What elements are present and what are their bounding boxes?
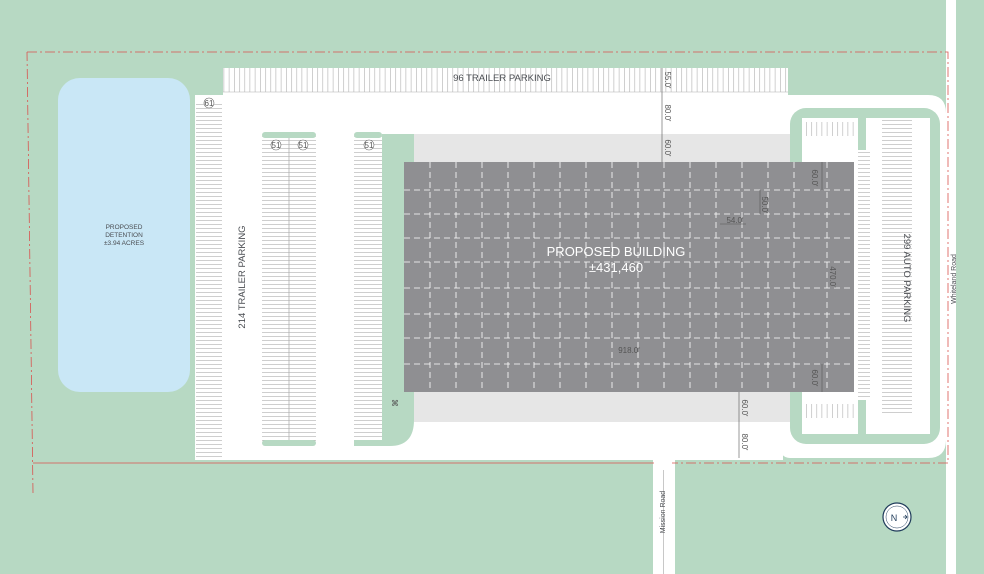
island-row-a-bottom <box>262 440 316 446</box>
dim-east-top: 60.0' <box>810 169 819 187</box>
north-arrow-icon <box>903 514 908 520</box>
whiteland-road-label: Whiteland Road <box>951 254 958 304</box>
building-title: PROPOSED BUILDING <box>547 244 686 259</box>
trailer-parking-row-b <box>354 134 382 444</box>
building-area: ±431,460 <box>589 260 643 275</box>
auto-stalls-top-west <box>804 122 856 136</box>
dimension-lines <box>661 68 823 458</box>
dim-east-bottom: 60.0' <box>810 369 819 387</box>
property-line <box>26 51 949 494</box>
left-trailer-parking-label: 214 TRAILER PARKING <box>237 225 248 328</box>
dim-top-setback: 55.0' <box>663 71 672 89</box>
dim-bottom-truck: 60.0' <box>740 399 749 417</box>
auto-stalls-bottom-west <box>804 404 856 418</box>
stall-count-badge-row-c: 51 <box>363 139 375 151</box>
dim-bay-depth: 50.0' <box>760 196 769 214</box>
dim-bay-width: 54.0' <box>726 216 744 225</box>
trailer-parking-west-edge <box>196 104 222 458</box>
truck-court-north <box>414 134 790 164</box>
svg-text:51: 51 <box>365 141 374 150</box>
building-column-grid <box>404 162 854 392</box>
north-arrow-label: N <box>891 513 898 523</box>
dim-bottom-drive: 80.0' <box>740 433 749 451</box>
dim-top-truck: 60.0' <box>663 139 672 157</box>
island-row-a-top <box>262 132 316 138</box>
dim-top-drive: 80.0' <box>663 104 672 122</box>
stall-count-badge-top-left: 61 <box>203 97 215 109</box>
island-row-b-top <box>354 132 382 138</box>
mission-road-centerline <box>663 470 664 574</box>
detention-label-line2: DETENTION <box>105 232 143 239</box>
stall-count-badge-row-a: 51 <box>270 139 282 151</box>
trailer-parking-top <box>223 68 788 92</box>
detention-label-line1: PROPOSED <box>106 224 143 231</box>
stall-count-badge-row-b: 51 <box>297 139 309 151</box>
whiteland-road <box>946 0 956 574</box>
island-row-b-landscape <box>354 134 414 446</box>
auto-stalls-middle <box>858 150 870 400</box>
hydrant-icon: ⌘ <box>391 399 399 408</box>
detention-label-line3: ±3.94 ACRES <box>104 240 145 247</box>
top-trailer-parking-label: 96 TRAILER PARKING <box>453 73 551 84</box>
svg-text:51: 51 <box>272 141 281 150</box>
truck-court-south <box>414 392 790 422</box>
north-arrow: N <box>882 502 912 532</box>
detention-pond <box>58 78 190 392</box>
dim-building-depth: 470.0' <box>828 266 837 288</box>
auto-stalls-east <box>882 118 912 414</box>
dim-building-length: 918.0' <box>618 346 640 355</box>
proposed-building <box>404 162 854 392</box>
auto-parking-label: 299 AUTO PARKING <box>901 234 912 323</box>
svg-text:51: 51 <box>299 141 308 150</box>
svg-text:61: 61 <box>205 99 214 108</box>
mission-road-label: Mission Road <box>660 491 667 534</box>
